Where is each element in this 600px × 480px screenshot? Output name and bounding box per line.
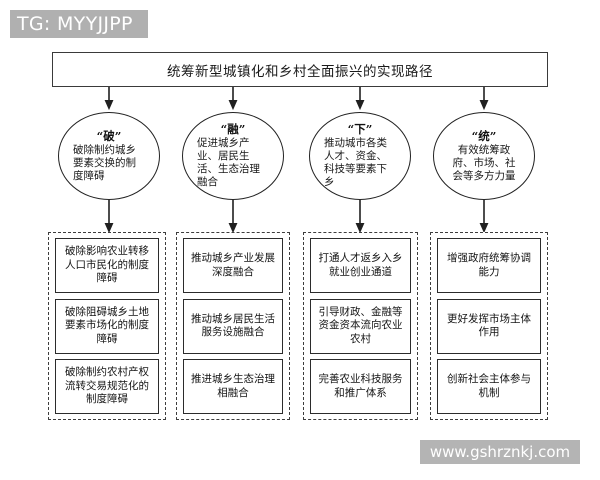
branch-column-po: 破除影响农业转移人口市民化的制度障碍 破除阻碍城乡土地要素市场化的制度障碍 破除… <box>48 232 166 420</box>
leaf-label: 完善农业科技服务和推广体系 <box>318 373 403 399</box>
leaf-box[interactable]: 创新社会主体参与机制 <box>437 359 541 414</box>
leaf-label: 引导财政、金融等资金资本流向农业农村 <box>318 305 403 345</box>
leaf-label: 推动城乡居民生活服务设施融合 <box>191 312 275 339</box>
branch-key-label: “破” <box>96 128 122 143</box>
page-title: 统筹新型城镇化和乡村全面振兴的实现路径 <box>167 63 433 80</box>
branch-node-rong[interactable]: “融” 促进城乡产业、居民生活、生态治理融合 <box>182 112 284 200</box>
leaf-box[interactable]: 破除阻碍城乡土地要素市场化的制度障碍 <box>55 298 159 354</box>
branch-node-tong[interactable]: “统” 有效统筹政府、市场、社会等多方力量 <box>433 112 535 200</box>
site-watermark: www.gshrznkj.com <box>420 440 580 464</box>
leaf-box[interactable]: 打通人才返乡入乡就业创业通道 <box>310 238 411 293</box>
branch-node-po[interactable]: “破” 破除制约城乡要素交换的制度障碍 <box>58 112 160 200</box>
branch-summary-label: 推动城市各类人才、资金、科技等要素下乡 <box>324 137 387 188</box>
branch-column-xia: 打通人才返乡入乡就业创业通道 引导财政、金融等资金资本流向农业农村 完善农业科技… <box>303 232 418 420</box>
leaf-box[interactable]: 破除制约农村产权流转交易规范化的制度障碍 <box>55 359 159 414</box>
leaf-label: 推进城乡生态治理相融合 <box>191 373 275 399</box>
branch-summary-label: 促进城乡产业、居民生活、生态治理融合 <box>197 137 260 188</box>
leaf-box[interactable]: 破除影响农业转移人口市民化的制度障碍 <box>55 238 159 293</box>
leaf-box[interactable]: 推动城乡产业发展深度融合 <box>183 238 283 293</box>
leaf-label: 破除影响农业转移人口市民化的制度障碍 <box>65 245 149 285</box>
branch-summary-label: 有效统筹政府、市场、社会等多方力量 <box>452 143 516 182</box>
leaf-label: 更好发挥市场主体作用 <box>447 312 531 339</box>
leaf-box[interactable]: 推进城乡生态治理相融合 <box>183 359 283 414</box>
leaf-box[interactable]: 增强政府统筹协调能力 <box>437 238 541 293</box>
branch-key-label: “统” <box>471 128 497 143</box>
tag-badge: TG: MYYJJPP <box>10 10 148 38</box>
leaf-label: 破除阻碍城乡土地要素市场化的制度障碍 <box>65 305 149 345</box>
branch-summary-label: 破除制约城乡要素交换的制度障碍 <box>73 143 136 182</box>
leaf-box[interactable]: 完善农业科技服务和推广体系 <box>310 359 411 414</box>
branch-node-xia[interactable]: “下” 推动城市各类人才、资金、科技等要素下乡 <box>309 112 411 200</box>
leaf-box[interactable]: 引导财政、金融等资金资本流向农业农村 <box>310 298 411 354</box>
leaf-box[interactable]: 更好发挥市场主体作用 <box>437 298 541 354</box>
branch-column-rong: 推动城乡产业发展深度融合 推动城乡居民生活服务设施融合 推进城乡生态治理相融合 <box>176 232 290 420</box>
leaf-label: 破除制约农村产权流转交易规范化的制度障碍 <box>65 366 149 406</box>
leaf-label: 打通人才返乡入乡就业创业通道 <box>318 252 403 278</box>
leaf-box[interactable]: 推动城乡居民生活服务设施融合 <box>183 298 283 354</box>
branch-key-label: “融” <box>220 122 246 136</box>
leaf-label: 推动城乡产业发展深度融合 <box>191 252 275 278</box>
leaf-label: 创新社会主体参与机制 <box>447 373 531 399</box>
leaf-label: 增强政府统筹协调能力 <box>447 252 531 278</box>
branch-column-tong: 增强政府统筹协调能力 更好发挥市场主体作用 创新社会主体参与机制 <box>430 232 548 420</box>
branch-key-label: “下” <box>347 122 373 136</box>
root-title-box: 统筹新型城镇化和乡村全面振兴的实现路径 <box>52 52 548 87</box>
